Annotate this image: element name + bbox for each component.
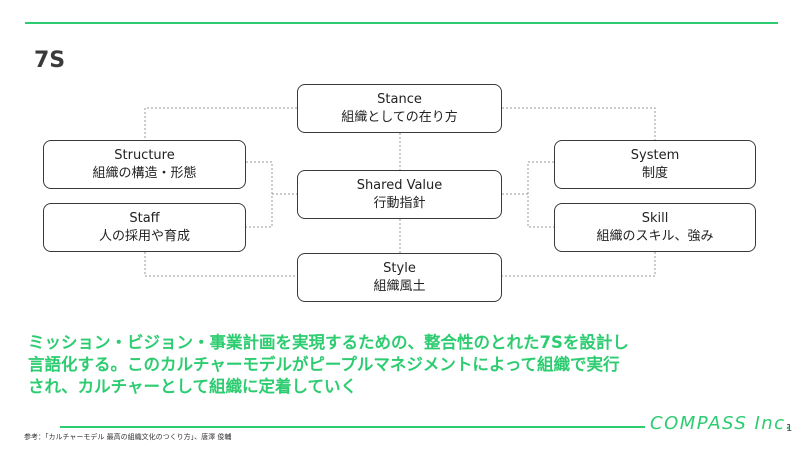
shared-value-description: 行動指針	[373, 195, 426, 211]
key-message-line-2: 言語化する。このカルチャーモデルがピープルマネジメントによって組織で実行	[28, 355, 620, 374]
key-message: ミッション・ビジョン・事業計画を実現するための、整合性のとれた7Sを設計し 言語…	[28, 332, 778, 398]
system-box: System 制度	[554, 140, 756, 189]
structure-label: Structure	[114, 147, 175, 163]
bottom-accent-rule	[60, 426, 645, 428]
key-message-line-3: され、カルチャーとして組織に定着していく	[28, 377, 358, 396]
stance-label: Stance	[377, 91, 422, 107]
skill-box: Skill 組織のスキル、強み	[554, 203, 756, 252]
style-description: 組織風土	[373, 278, 426, 294]
stance-box: Stance 組織としての在り方	[297, 84, 502, 133]
page-number: 1	[786, 423, 793, 434]
company-logo: COMPASS Inc.	[650, 413, 793, 434]
slide-title: 7S	[34, 48, 66, 73]
system-label: System	[630, 147, 680, 163]
key-message-line-1: ミッション・ビジョン・事業計画を実現するための、整合性のとれた7Sを設計し	[28, 333, 629, 352]
structure-description: 組織の構造・形態	[92, 165, 197, 181]
reference-note: 参考：「カルチャーモデル 最高の組織文化のつくり方」、唐澤 俊輔	[24, 433, 232, 441]
staff-label: Staff	[129, 210, 160, 226]
staff-box: Staff 人の採用や育成	[43, 203, 246, 252]
skill-description: 組織のスキル、強み	[596, 228, 714, 244]
shared-value-label: Shared Value	[356, 177, 443, 193]
skill-label: Skill	[641, 210, 669, 226]
style-box: Style 組織風土	[297, 253, 502, 302]
staff-description: 人の採用や育成	[98, 228, 190, 244]
style-label: Style	[383, 260, 416, 276]
shared-value-box: Shared Value 行動指針	[297, 170, 502, 219]
structure-box: Structure 組織の構造・形態	[43, 140, 246, 189]
stance-description: 組織としての在り方	[341, 109, 458, 125]
top-accent-rule	[25, 22, 778, 24]
system-description: 制度	[641, 165, 668, 181]
